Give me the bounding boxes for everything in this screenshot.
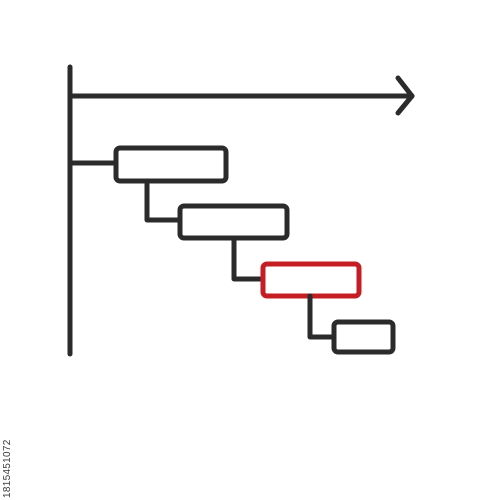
task-connector-1	[144, 178, 183, 223]
task-connector-2	[231, 235, 266, 282]
task-bar-2	[177, 203, 290, 241]
timeline-arrowhead-icon	[395, 75, 415, 116]
task-bar-3-highlighted	[260, 261, 362, 299]
task-connector-3	[307, 293, 337, 340]
task-bar-4	[331, 319, 396, 355]
image-id-label: 1815451072	[2, 439, 13, 498]
task-bar-1	[113, 145, 229, 184]
